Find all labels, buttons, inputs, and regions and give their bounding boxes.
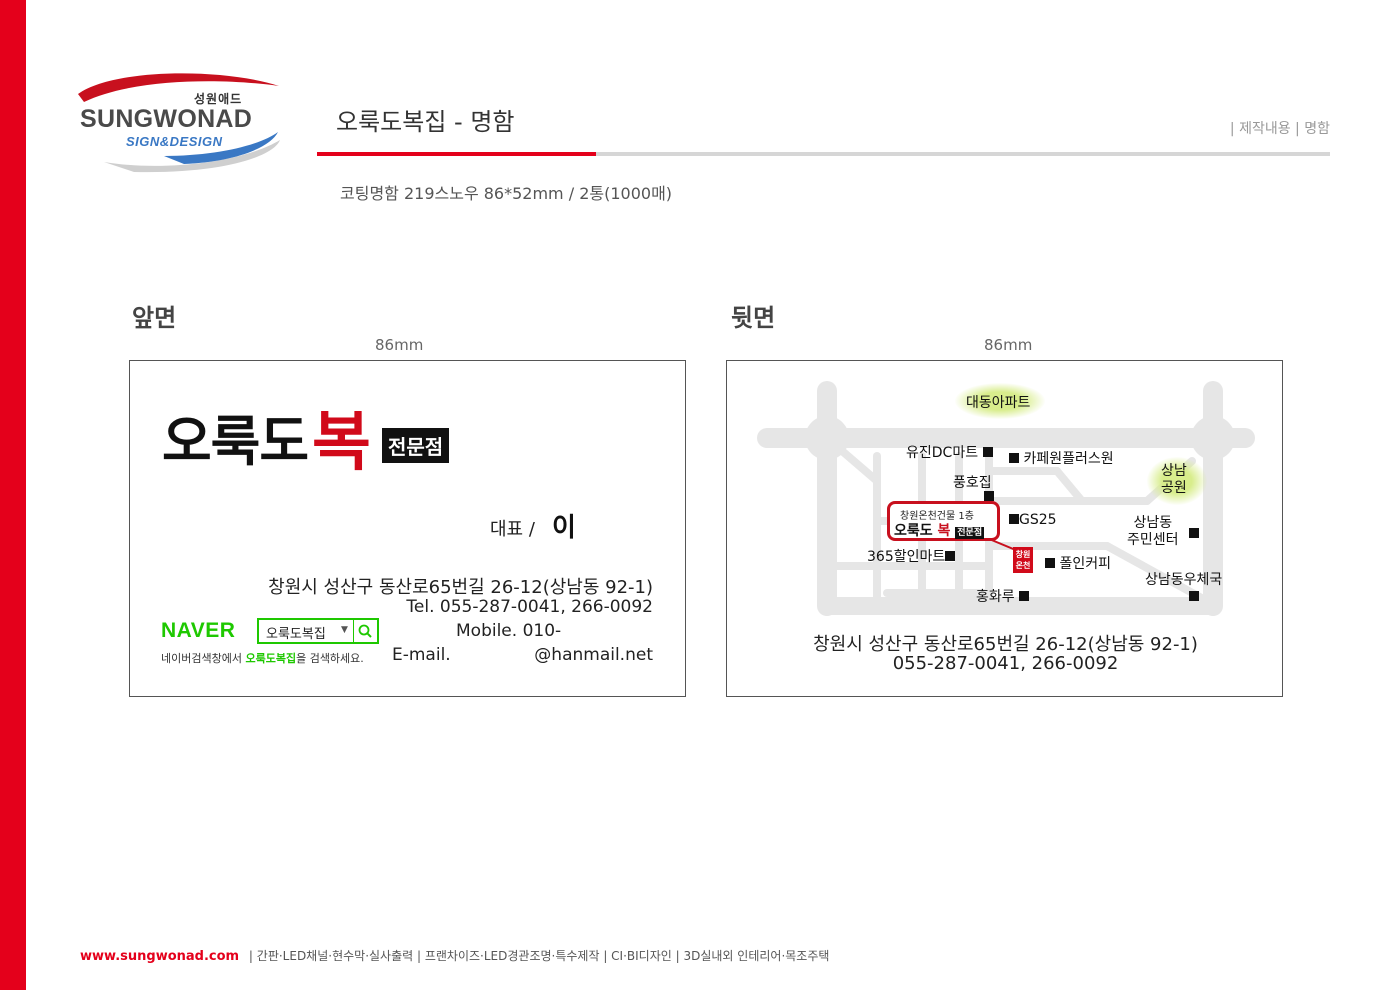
map-label-honghwaru: 홍화루 [976,586,1030,606]
product-spec: 코팅명함 219스노우 86*52mm / 2통(1000매) [340,184,673,203]
front-telephone: Tel. 055-287-0041, 266-0092 [406,597,653,617]
logo-korean-text: 성원애드 [194,92,243,106]
representative-label: 대표 / [490,519,535,540]
front-card: 오룩도 복 전문점 대표 / 이 창원시 성산구 동산로65번길 26-12(상… [129,360,686,697]
back-telephone: 055-287-0041, 266-0092 [892,653,1119,674]
search-hint: 네이버검색창에서 오룩도복집을 검색하세요. [161,652,364,665]
landmark-marker-icon [1019,591,1030,601]
station-marker: 창원 온천 [1013,547,1033,573]
title-underline-accent [317,152,596,156]
map-label-cafe: 카페원플러스원 [1009,448,1114,468]
back-width-label: 86mm [984,336,1033,354]
landmark-marker-icon [945,551,956,561]
map-label-post-office: 상남동우체국 [1145,572,1223,588]
logo-english-text: SUNGWONAD [80,105,253,133]
left-red-strip [0,0,26,990]
search-keyword: 오룩도복집 [266,627,326,642]
page-title: 오룩도복집 - 명함 [336,108,515,136]
park-highlight [1147,457,1207,505]
footer-url[interactable]: www.sungwonad.com [80,949,240,964]
email-label: E-mail. [392,645,451,665]
brand-name: 오룩도 [162,410,309,473]
shop-building: 창원온천건물 1층 [900,511,974,522]
logo-swoosh [78,73,280,173]
shop-name: 오룩도 복 전문점 [894,523,985,539]
landmark-marker-icon [984,491,994,501]
landmark-marker-icon [982,447,993,457]
search-icon [353,620,377,642]
front-section-label: 앞면 [132,304,177,332]
brand-badge: 전문점 [382,428,450,463]
landmark-marker-icon [1189,591,1199,601]
footer: www.sungwonad.com | 간판·LED채널·현수막·실사출력 | … [80,947,829,964]
map-label-paulin-coffee: 폴인커피 [1045,553,1111,573]
map-label-punghojip: 풍호집 [953,475,992,491]
landmark-marker-icon [1009,453,1019,463]
brand-name-highlight: 복 [312,406,371,480]
back-address: 창원시 성산구 동산로65번길 26-12(상남동 92-1) [813,634,1198,655]
front-mobile: Mobile. 010- [456,621,562,641]
back-card: 대동아파트 유진DC마트 카페원플러스원 상남 공원 풍호집 GS25 창원온천… [726,360,1283,697]
title-underline [317,152,1330,156]
map-label-365mart: 365할인마트 [867,546,956,566]
search-hint-keyword: 오룩도복집 [245,652,297,665]
apartment-highlight [955,383,1045,419]
naver-logo: NAVER [161,619,236,642]
map-label-park: 상남 공원 [1161,463,1187,496]
map-label-gs25: GS25 [1009,512,1057,528]
map-label-community-center: 상남동 주민센터 [1127,515,1179,548]
landmark-marker-icon [1045,558,1055,568]
map-label-yujin: 유진DC마트 [906,442,993,462]
map-label-apartment: 대동아파트 [966,395,1031,411]
footer-services: | 간판·LED채널·현수막·실사출력 | 프랜차이즈·LED경관조명·특수제작… [248,949,830,963]
representative-name: 이 [552,513,576,543]
logo-tagline: SIGN&DESIGN [126,134,223,149]
company-logo: 성원애드 SUNGWONAD SIGN&DESIGN [74,72,286,176]
front-address: 창원시 성산구 동산로65번길 26-12(상남동 92-1) [268,577,653,598]
dropdown-caret-icon: ▼ [341,625,348,635]
landmark-marker-icon [1189,528,1199,538]
shop-location-marker: 창원온천건물 1층 오룩도 복 전문점 [887,501,1000,541]
breadcrumb: | 제작내용 | 명함 [1229,121,1330,137]
naver-search-box: 오룩도복집 ▼ [257,618,379,644]
front-width-label: 86mm [375,336,424,354]
landmark-marker-icon [1009,514,1019,524]
back-section-label: 뒷면 [731,304,776,332]
email-domain: @hanmail.net [534,645,653,665]
